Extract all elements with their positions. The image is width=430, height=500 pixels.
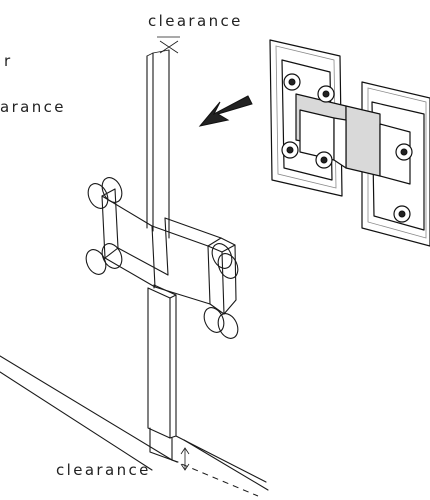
clearance-top-label: clearance [148,12,243,30]
clearance-bottom-label: clearance [56,461,151,479]
lower-glass-panel [147,284,177,461]
clearance-side-label: arance [0,98,66,116]
hinge-body [85,177,239,339]
glass-hinge-hardware [269,39,430,247]
upper-glass-panel [146,49,170,239]
clearance-bottom-marker-icon [180,447,190,471]
floor-lines [0,355,269,497]
install-arrow-icon [198,95,253,127]
partial-label: r [4,52,13,70]
